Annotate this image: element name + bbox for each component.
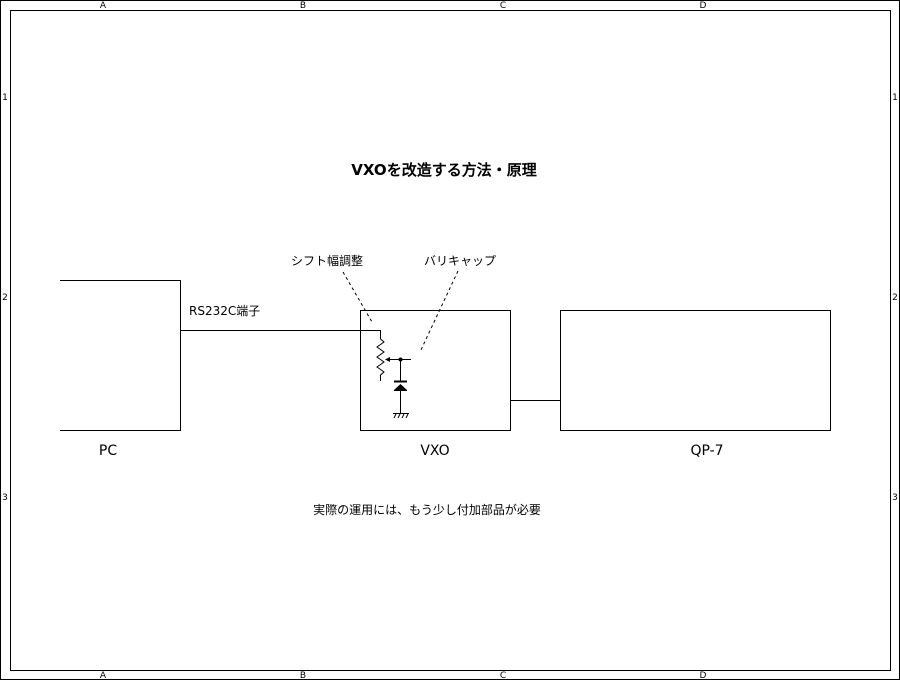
column-label-top: D [700, 1, 707, 11]
column-label-bottom: C [500, 671, 506, 680]
row-label-left: 3 [2, 493, 8, 503]
column-label-bottom: A [100, 671, 107, 680]
varicap-leader [419, 270, 459, 353]
column-label-top: C [500, 1, 506, 11]
note-text: 実際の運用には、もう少し付加部品が必要 [313, 502, 541, 517]
row-label-left: 2 [2, 293, 8, 303]
varicap-label: バリキャップ [424, 254, 496, 268]
column-label-bottom: D [700, 671, 707, 680]
qp7-block [560, 310, 831, 431]
row-label-right: 2 [892, 293, 898, 303]
row-label-right: 3 [892, 493, 898, 503]
rs232c-label: RS232C端子 [189, 304, 260, 318]
ground-icon [393, 413, 409, 419]
vxo-label: VXO [420, 443, 449, 459]
row-label-left: 1 [2, 93, 8, 103]
potentiometer-symbol [376, 338, 385, 381]
varicap-diode-icon [394, 384, 407, 390]
column-label-bottom: B [300, 671, 306, 680]
wiper-arrow-icon [385, 357, 390, 362]
column-label-top: A [100, 1, 107, 11]
row-label-right: 1 [892, 93, 898, 103]
pc-label: PC [99, 443, 117, 459]
vxo-block [360, 310, 511, 431]
qp7-label: QP-7 [690, 443, 723, 459]
pc-block [60, 280, 181, 431]
column-label-top: B [300, 1, 306, 11]
shift-adjust-leader [342, 271, 373, 323]
diagram-title: VXOを改造する方法・原理 [351, 161, 536, 179]
inner-border [10, 10, 891, 671]
shift-adjust-label: シフト幅調整 [291, 253, 363, 268]
rs232c-wire [180, 330, 381, 339]
